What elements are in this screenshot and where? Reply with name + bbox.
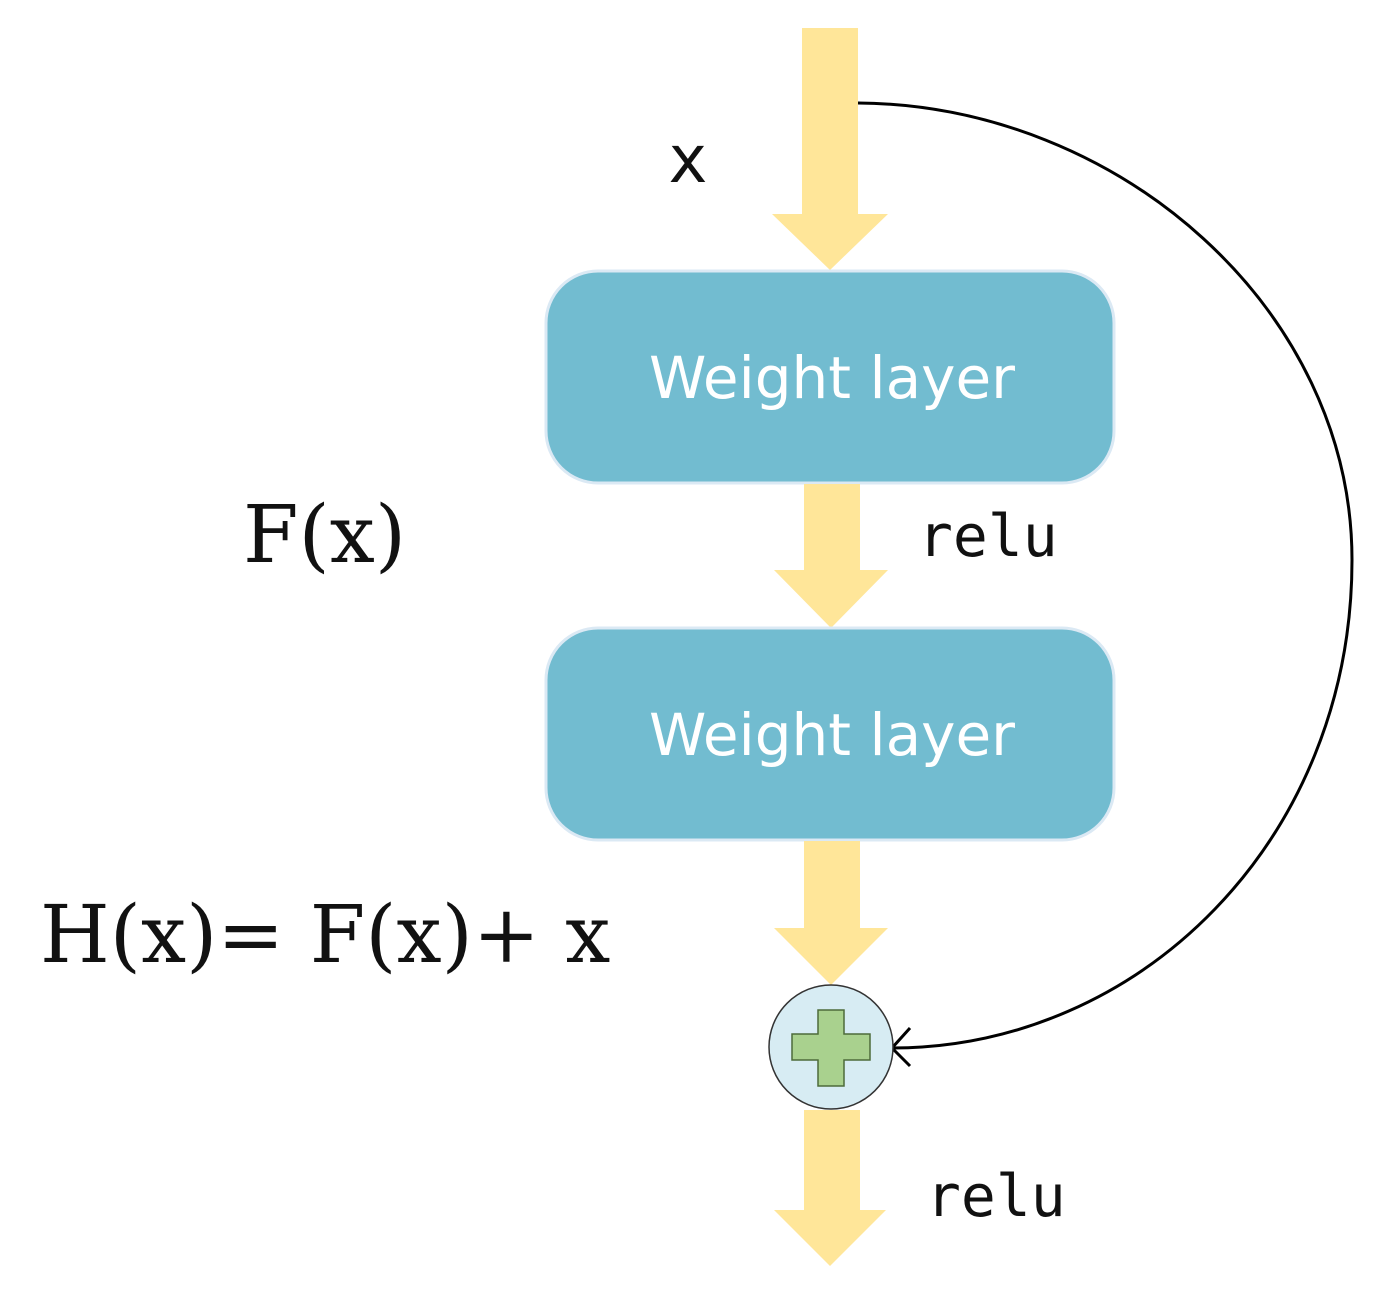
relu-mid-label: relu — [918, 502, 1058, 570]
weight-layer-1-label: Weight layer — [649, 344, 1015, 412]
weight-layer-2-label: Weight layer — [649, 701, 1015, 769]
skip-connection — [857, 101, 1354, 1050]
arrow-to-adder — [774, 841, 888, 985]
formula-label: H(x)= F(x)+ x — [40, 888, 610, 981]
arrow-relu-mid — [774, 484, 888, 628]
arrow-input — [772, 28, 888, 270]
input-label: x — [668, 121, 708, 198]
weight-layer-2 — [544, 626, 1116, 842]
residual-label: F(x) — [243, 488, 406, 581]
plus-icon — [791, 1009, 871, 1087]
arrow-output — [774, 1110, 886, 1266]
weight-layer-1 — [544, 269, 1116, 485]
relu-out-label: relu — [926, 1162, 1066, 1230]
